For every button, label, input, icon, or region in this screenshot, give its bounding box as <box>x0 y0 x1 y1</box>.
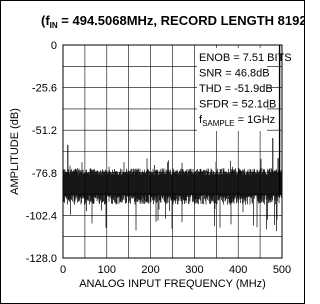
annotations: ENOB = 7.51 BITS SNR = 46.8dB THD = -51.9d… <box>199 52 292 128</box>
y-tick-label: -76.8 <box>32 168 57 180</box>
plot-border <box>62 44 283 259</box>
x-tick-label: 200 <box>141 264 159 276</box>
annotation-line: SNR = 46.8dB <box>199 68 270 80</box>
annotation-line: SFDR = 52.1dB <box>199 99 276 111</box>
x-tick-label: 300 <box>185 264 203 276</box>
chart-title-rest: = 494.5068MHz, RECORD LENGTH 8192) <box>58 13 304 28</box>
y-tick-label: -51.2 <box>32 125 57 137</box>
chart-title-prefix: (f <box>41 13 50 28</box>
chart-title: (fIN = 494.5068MHz, RECORD LENGTH 8192) <box>41 13 304 30</box>
y-tick-label: 0 <box>51 40 57 52</box>
annotation-line: ENOB = 7.51 BITS <box>199 52 292 64</box>
x-tick-label: 0 <box>60 264 66 276</box>
annotation-prefix: f <box>199 114 203 126</box>
annotation-line: THD = -51.9dB <box>199 83 273 95</box>
y-tick-label: -102.4 <box>26 210 57 222</box>
chart-frame: (fIN = 494.5068MHz, RECORD LENGTH 8192) … <box>0 0 305 304</box>
chart-title-subscript: IN <box>50 21 58 30</box>
annotation-line: fSAMPLE = 1GHz <box>199 114 275 128</box>
annotation-suffix: = 1GHz <box>235 114 276 126</box>
y-tick-labels: 0 -25.6 -51.2 -76.8 -102.4 -128.0 <box>26 40 57 265</box>
x-tick-labels: 0 100 200 300 400 500 <box>60 264 291 276</box>
y-axis-label: AMPLITUDE (dB) <box>9 108 21 195</box>
x-axis-label: ANALOG INPUT FREQUENCY (MHz) <box>79 278 266 290</box>
spectrum-trace <box>62 45 283 232</box>
x-tick-label: 400 <box>229 264 247 276</box>
fft-chart: (fIN = 494.5068MHz, RECORD LENGTH 8192) … <box>9 13 304 290</box>
y-tick-label: -25.6 <box>32 83 57 95</box>
annotation-box <box>197 48 267 131</box>
x-tick-label: 500 <box>273 264 291 276</box>
y-tick-label: -128.0 <box>26 253 57 265</box>
x-tick-label: 100 <box>98 264 116 276</box>
annotation-subscript: SAMPLE <box>202 119 234 128</box>
